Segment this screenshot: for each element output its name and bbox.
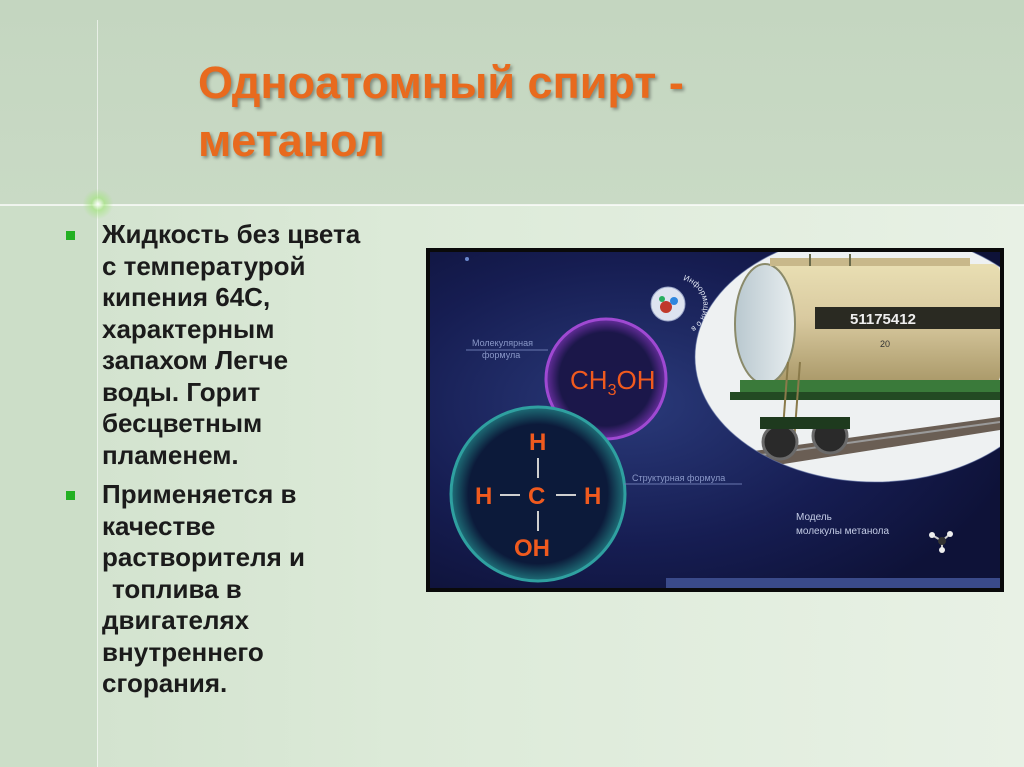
left-strip [0, 205, 97, 767]
bullet-1-line: Жидкость без цвета [102, 219, 361, 249]
title-line-2: метанол [198, 115, 385, 166]
bullet-1-line: с температурой [102, 250, 306, 281]
bullet-square-icon [66, 491, 75, 500]
title-line-1: Одноатомный спирт - [198, 57, 684, 108]
svg-text:формула: формула [482, 350, 520, 360]
decor-dot [465, 257, 469, 261]
svg-text:Структурная формула: Структурная формула [632, 473, 725, 483]
methanol-illustration-svg: 51175412 20 Информация о [430, 252, 1000, 588]
continuation-line: топлива в [112, 573, 242, 604]
structural-formula: H H C H OH Структурная формула [449, 405, 742, 583]
bottom-bar [666, 578, 1000, 588]
sparkle-decor [80, 186, 116, 222]
bullet-1-line: пламенем. [102, 439, 239, 470]
decor-vertical-line [97, 20, 98, 767]
svg-text:CH3OH: CH3OH [570, 365, 655, 399]
bullet-list: Жидкость без цвета с температурой кипени… [62, 219, 422, 700]
bullet-1-line: бесцветным [102, 408, 263, 438]
bullet-2-continuation: топлива в двигателях внутреннего сгорани… [62, 574, 422, 700]
svg-text:C: C [528, 483, 545, 510]
svg-text:H: H [529, 429, 546, 456]
bullet-1-line: кипения 64С, [102, 282, 271, 312]
bullet-1-line: запахом Легче [102, 345, 289, 375]
molecule-model-label: Модель молекулы метанола [796, 512, 890, 537]
svg-text:молекулы метанола: молекулы метанола [796, 526, 890, 537]
bullet-2-line: растворителя и [102, 542, 306, 572]
bullet-item-2: Применяется в качестве растворителя и [62, 479, 422, 574]
bullet-1-line: характерным [102, 313, 275, 344]
svg-text:OH: OH [514, 535, 550, 562]
bullet-1-line: воды. Горит [102, 376, 261, 407]
bullet-2-line: качестве [102, 510, 216, 541]
continuation-line: сгорания. [102, 668, 228, 698]
header-band [0, 0, 1024, 205]
bullet-item-1: Жидкость без цвета с температурой кипени… [62, 219, 422, 471]
bullet-2-line: Применяется в [102, 479, 297, 509]
continuation-line: внутреннего [102, 636, 264, 667]
svg-text:Молекулярная: Молекулярная [472, 338, 533, 348]
svg-text:H: H [475, 483, 492, 510]
svg-text:20: 20 [880, 339, 890, 349]
svg-text:Модель: Модель [796, 512, 832, 523]
svg-text:51175412: 51175412 [850, 311, 916, 328]
continuation-line: двигателях [102, 605, 250, 635]
svg-text:H: H [584, 483, 601, 510]
methanol-illustration: 51175412 20 Информация о [426, 248, 1004, 592]
bullet-square-icon [66, 231, 75, 240]
decor-horizontal-line [0, 204, 1024, 206]
molecule-model-icon [929, 531, 953, 553]
slide-title: Одноатомный спирт - метанол [198, 54, 798, 170]
molecular-formula: CH3OH Молекулярная формула [466, 317, 668, 441]
